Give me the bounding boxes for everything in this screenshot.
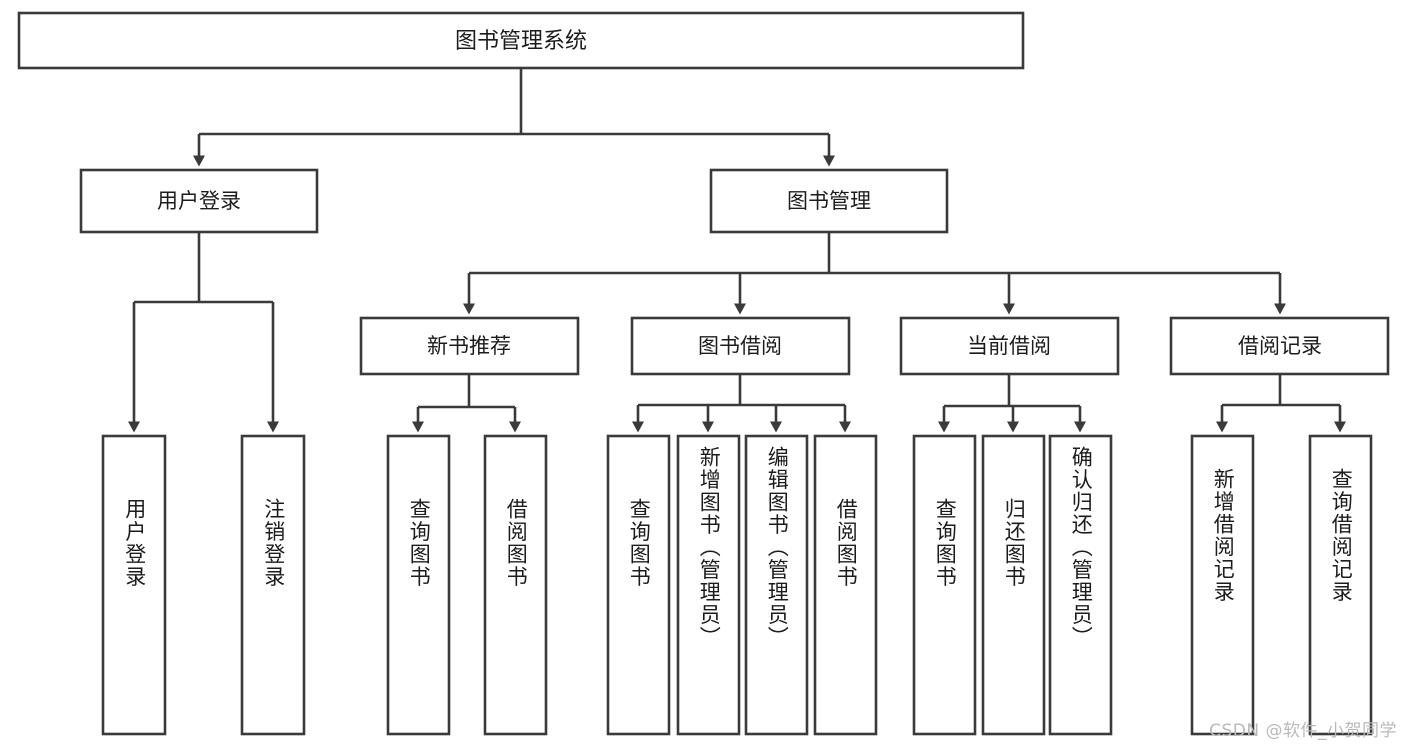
csdn-watermark: CSDN @软件_小贺同学 — [1209, 721, 1397, 741]
node-leaf-borrow-book-rect[interactable] — [813, 434, 878, 736]
node-leaf-confirm-return-rect[interactable] — [1048, 434, 1113, 736]
node-book-borrow-label: 图书借阅 — [698, 334, 782, 358]
node-new-book-recommend[interactable]: 新书推荐 — [359, 316, 580, 376]
connector-layer — [128, 68, 1346, 433]
node-leaf-return-book-rect[interactable] — [981, 434, 1046, 736]
node-borrow-record[interactable]: 借阅记录 — [1169, 316, 1390, 376]
node-new-book-recommend-label: 新书推荐 — [427, 334, 511, 358]
node-user-login-label: 用户登录 — [157, 189, 241, 213]
node-root-label: 图书管理系统 — [455, 29, 587, 54]
node-leaf-add-borrow-record-rect[interactable] — [1190, 434, 1255, 736]
node-root[interactable]: 图书管理系统 — [17, 11, 1025, 70]
node-current-borrow-label: 当前借阅 — [967, 334, 1051, 358]
node-borrow-record-label: 借阅记录 — [1238, 334, 1322, 358]
node-leaf-edit-book-rect[interactable] — [744, 434, 809, 736]
node-book-borrow[interactable]: 图书借阅 — [630, 316, 851, 376]
node-book-management[interactable]: 图书管理 — [709, 168, 949, 234]
node-leaf-user-logout-rect[interactable] — [240, 434, 306, 736]
node-borrow-record-rect[interactable] — [1169, 316, 1390, 376]
node-book-borrow-rect[interactable] — [630, 316, 851, 376]
node-book-management-rect[interactable] — [709, 168, 949, 234]
node-leaf-user-login-rect[interactable] — [101, 434, 167, 736]
node-leaf-borrow-book-recommend-rect[interactable] — [483, 434, 548, 736]
node-current-borrow-rect[interactable] — [899, 316, 1120, 376]
node-new-book-recommend-rect[interactable] — [359, 316, 580, 376]
node-current-borrow[interactable]: 当前借阅 — [899, 316, 1120, 376]
node-leaf-query-borrow-record-rect[interactable] — [1308, 434, 1373, 736]
node-leaf-add-book-rect[interactable] — [676, 434, 741, 736]
node-user-login[interactable]: 用户登录 — [79, 168, 319, 234]
node-book-management-label: 图书管理 — [787, 189, 871, 213]
node-leaf-query-book-current-rect[interactable] — [912, 434, 977, 736]
node-user-login-rect[interactable] — [79, 168, 319, 234]
node-leaf-query-book-borrow-rect[interactable] — [606, 434, 671, 736]
node-leaf-query-book-recommend-rect[interactable] — [386, 434, 451, 736]
node-layer: 图书管理系统 用户登录 图书管理 新书推荐 图书借阅 — [17, 11, 1390, 736]
node-root-rect[interactable] — [17, 11, 1025, 70]
